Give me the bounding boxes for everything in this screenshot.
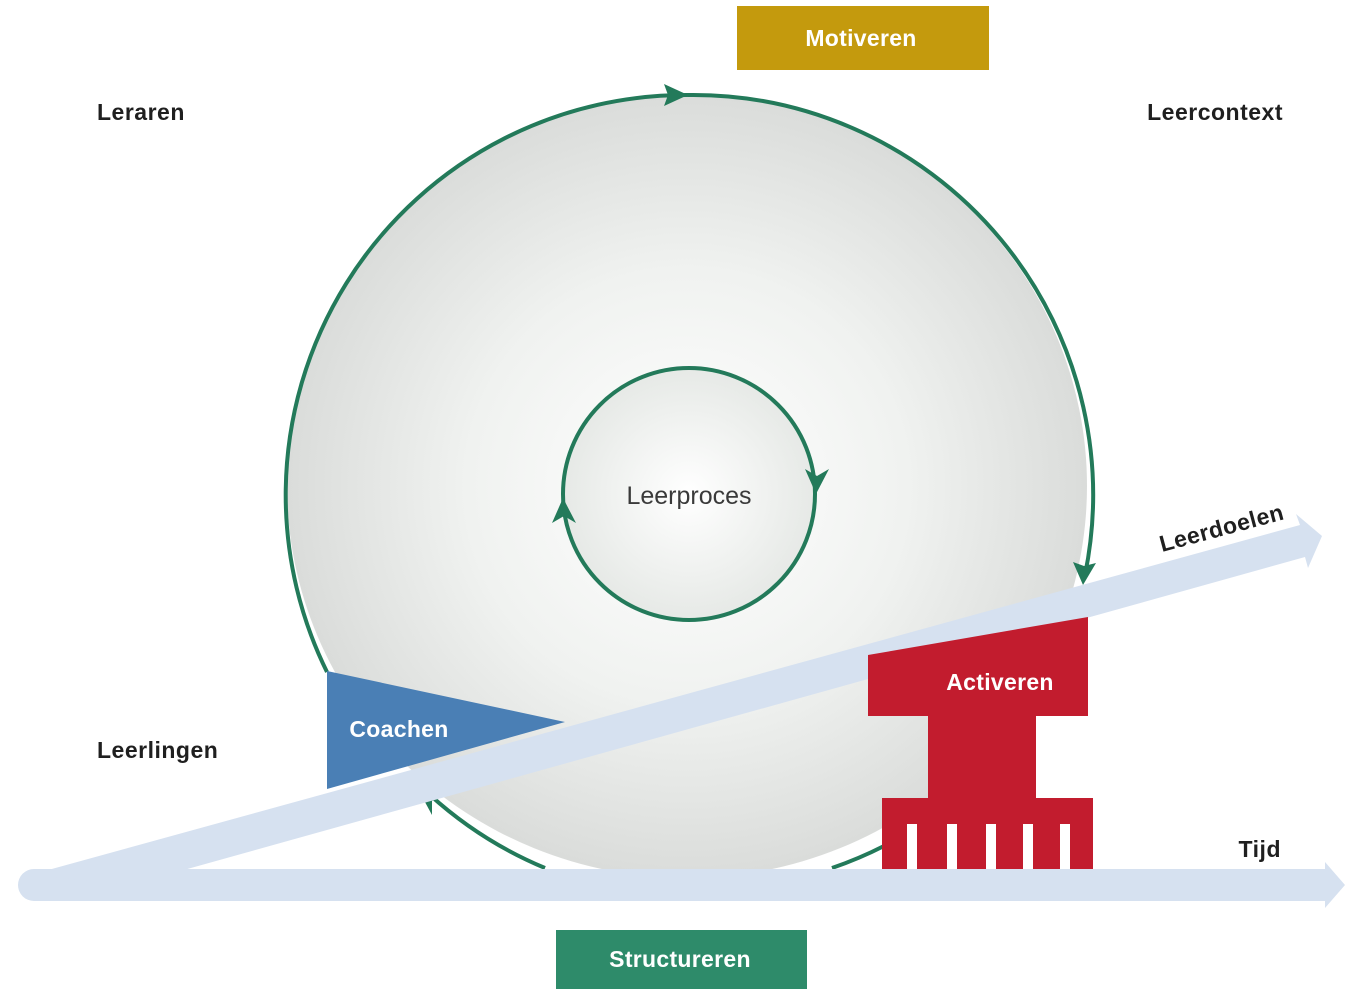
coachen-shape [327,671,565,789]
leerproces-label: Leerproces [626,482,751,510]
leerdoelen-axis-arrow [30,514,1322,885]
outer-cycle-arrow-bottom-right [831,844,885,870]
inner-arrowhead-right-icon [805,469,829,494]
coachen-label: Coachen [349,716,448,742]
motiveren-box [737,6,989,70]
arrowhead-top-icon [664,84,688,106]
inner-arrowhead-left-icon [552,498,576,523]
tijd-label: Tijd [1239,836,1281,862]
outer-cycle-arrow-right [686,92,1096,576]
arrowhead-right-icon [1073,562,1096,585]
activeren-label: Activeren [946,669,1054,695]
inner-cycle-arrow [561,366,817,622]
tijd-axis-arrow [18,862,1345,908]
structureren-label: Structureren [609,946,751,972]
outer-cycle-arrow [283,92,688,673]
leercontext-label: Leercontext [1147,99,1283,125]
leraren-label: Leraren [97,99,185,125]
inner-disc [563,368,815,620]
motiveren-label: Motiveren [805,25,916,51]
structureren-box [556,930,807,989]
activeren-shape [868,617,1093,869]
outer-cycle-arrow-bottom [428,793,546,870]
leerlingen-label: Leerlingen [97,737,218,763]
